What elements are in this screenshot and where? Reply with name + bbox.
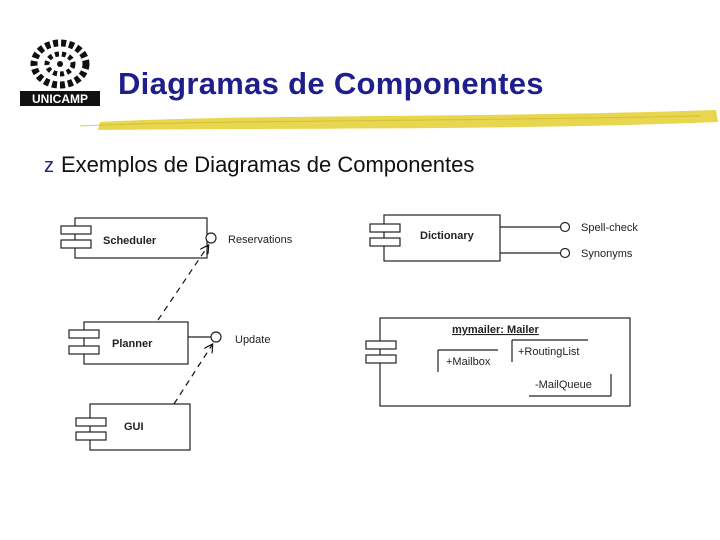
bullet-symbol: z <box>44 155 54 177</box>
component-scheduler: Scheduler <box>60 217 208 259</box>
component-mailer: mymailer: Mailer +Mailbox +RoutingList -… <box>365 317 631 407</box>
unicamp-logo: UNICAMP <box>20 39 100 106</box>
page-title: Diagramas de Componentes <box>118 66 544 101</box>
interface-update: Update <box>188 331 270 346</box>
component-dictionary: Dictionary <box>369 214 501 262</box>
logo-text-band <box>20 91 100 106</box>
spell-check-label: Spell-check <box>581 222 638 234</box>
dependency-gui-update <box>173 345 212 405</box>
component-planner: Planner <box>68 321 189 365</box>
mailbox-label: +Mailbox <box>446 356 491 368</box>
gui-label: GUI <box>124 421 144 433</box>
mailqueue-label: -MailQueue <box>535 379 592 391</box>
interface-spell-check: Spell-check <box>500 221 638 234</box>
update-label: Update <box>235 334 270 346</box>
routinglist-label: +RoutingList <box>518 346 579 358</box>
planner-label: Planner <box>112 338 153 350</box>
dictionary-label: Dictionary <box>420 230 475 242</box>
bullet-text: Exemplos de Diagramas de Componentes <box>61 152 475 177</box>
synonyms-label: Synonyms <box>581 248 633 260</box>
logo-emblem <box>30 39 90 89</box>
title-underline-stroke <box>79 110 718 130</box>
interface-reservations: Reservations <box>205 232 293 246</box>
mailer-label: mymailer: Mailer <box>452 324 540 336</box>
reservations-label: Reservations <box>228 234 293 246</box>
bullet-item: z Exemplos de Diagramas de Componentes <box>44 152 474 178</box>
interface-synonyms: Synonyms <box>500 247 633 260</box>
component-gui: GUI <box>75 403 191 451</box>
scheduler-label: Scheduler <box>103 235 157 247</box>
logo-text: UNICAMP <box>32 92 88 106</box>
dependency-planner-reservations <box>157 246 208 321</box>
